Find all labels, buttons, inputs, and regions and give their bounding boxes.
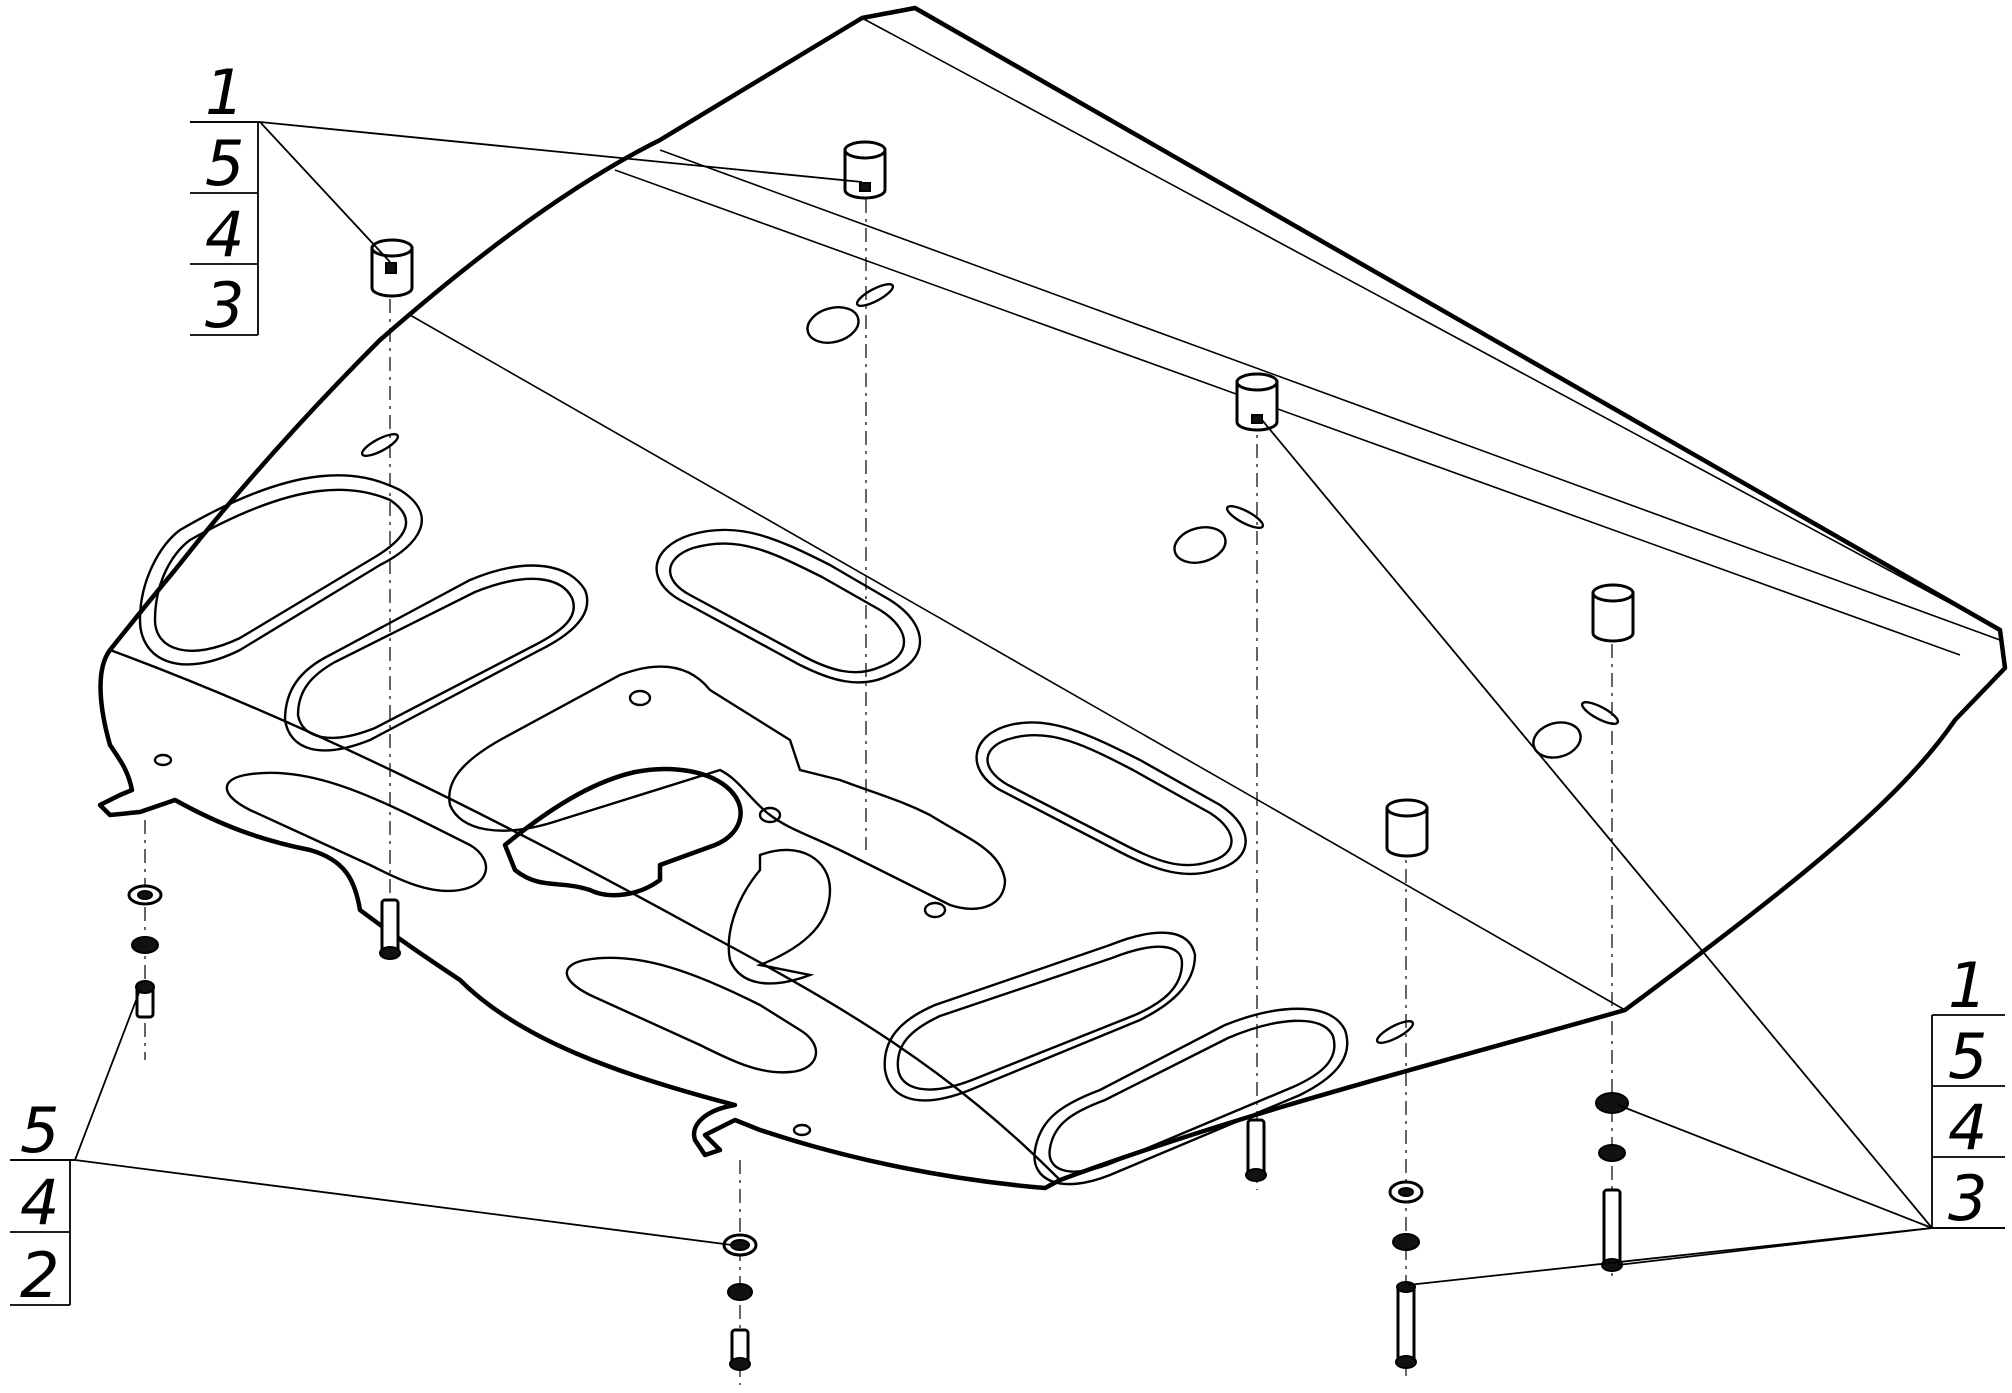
skid-plate [97, 5, 2008, 1191]
lock-washer [1392, 1233, 1420, 1251]
lock-washer [1598, 1144, 1626, 1162]
center-cutout [502, 766, 743, 898]
mounting-holes [153, 306, 1582, 1137]
leader-lines [10, 121, 2005, 1286]
spacer-nuts [370, 140, 1635, 858]
callout-bottom-right-1: 1 [1948, 949, 1987, 1022]
callout-top-left: 1 5 4 3 [190, 56, 260, 342]
bolt [1396, 1283, 1416, 1367]
plate-outline [97, 5, 2008, 1191]
spacer-nut-4 [1591, 583, 1635, 643]
callout-bottom-left-2: 2 [20, 1239, 59, 1312]
plate-front-edge [109, 648, 1061, 1181]
callout-top-left-4: 4 [205, 198, 244, 271]
callout-top-left-3: 3 [205, 269, 244, 342]
bolt [1602, 1188, 1622, 1270]
fold-line-3 [861, 17, 2001, 631]
callout-top-left-5: 5 [205, 127, 244, 200]
spacer-nut-1 [370, 238, 414, 298]
lock-washer [727, 1283, 753, 1301]
fold-line-2 [409, 314, 1626, 1011]
mounting-slots [360, 283, 1620, 1044]
spacer-nut-3 [1235, 372, 1279, 432]
callout-bottom-right-3: 3 [1948, 1162, 1987, 1235]
callout-bottom-right: 1 5 4 3 [1931, 949, 2005, 1235]
fasteners [127, 884, 1629, 1371]
callout-bottom-left: 5 4 2 [10, 1094, 75, 1312]
fold-line-1b [659, 149, 2001, 641]
callout-bottom-left-5: 5 [20, 1094, 59, 1167]
bolt [1246, 1118, 1266, 1177]
callout-top-left-1: 1 [205, 56, 244, 129]
spacer-nut-5 [1385, 798, 1429, 858]
callout-bottom-left-4: 4 [20, 1166, 59, 1239]
relief-cutouts [138, 474, 1349, 1186]
callout-bottom-right-5: 5 [1948, 1020, 1987, 1093]
fold-line-1 [614, 169, 1961, 656]
lock-washer [131, 936, 159, 954]
washer [1595, 1092, 1629, 1114]
spacer-nut-2 [843, 140, 887, 200]
callout-bottom-right-4: 4 [1948, 1091, 1987, 1164]
